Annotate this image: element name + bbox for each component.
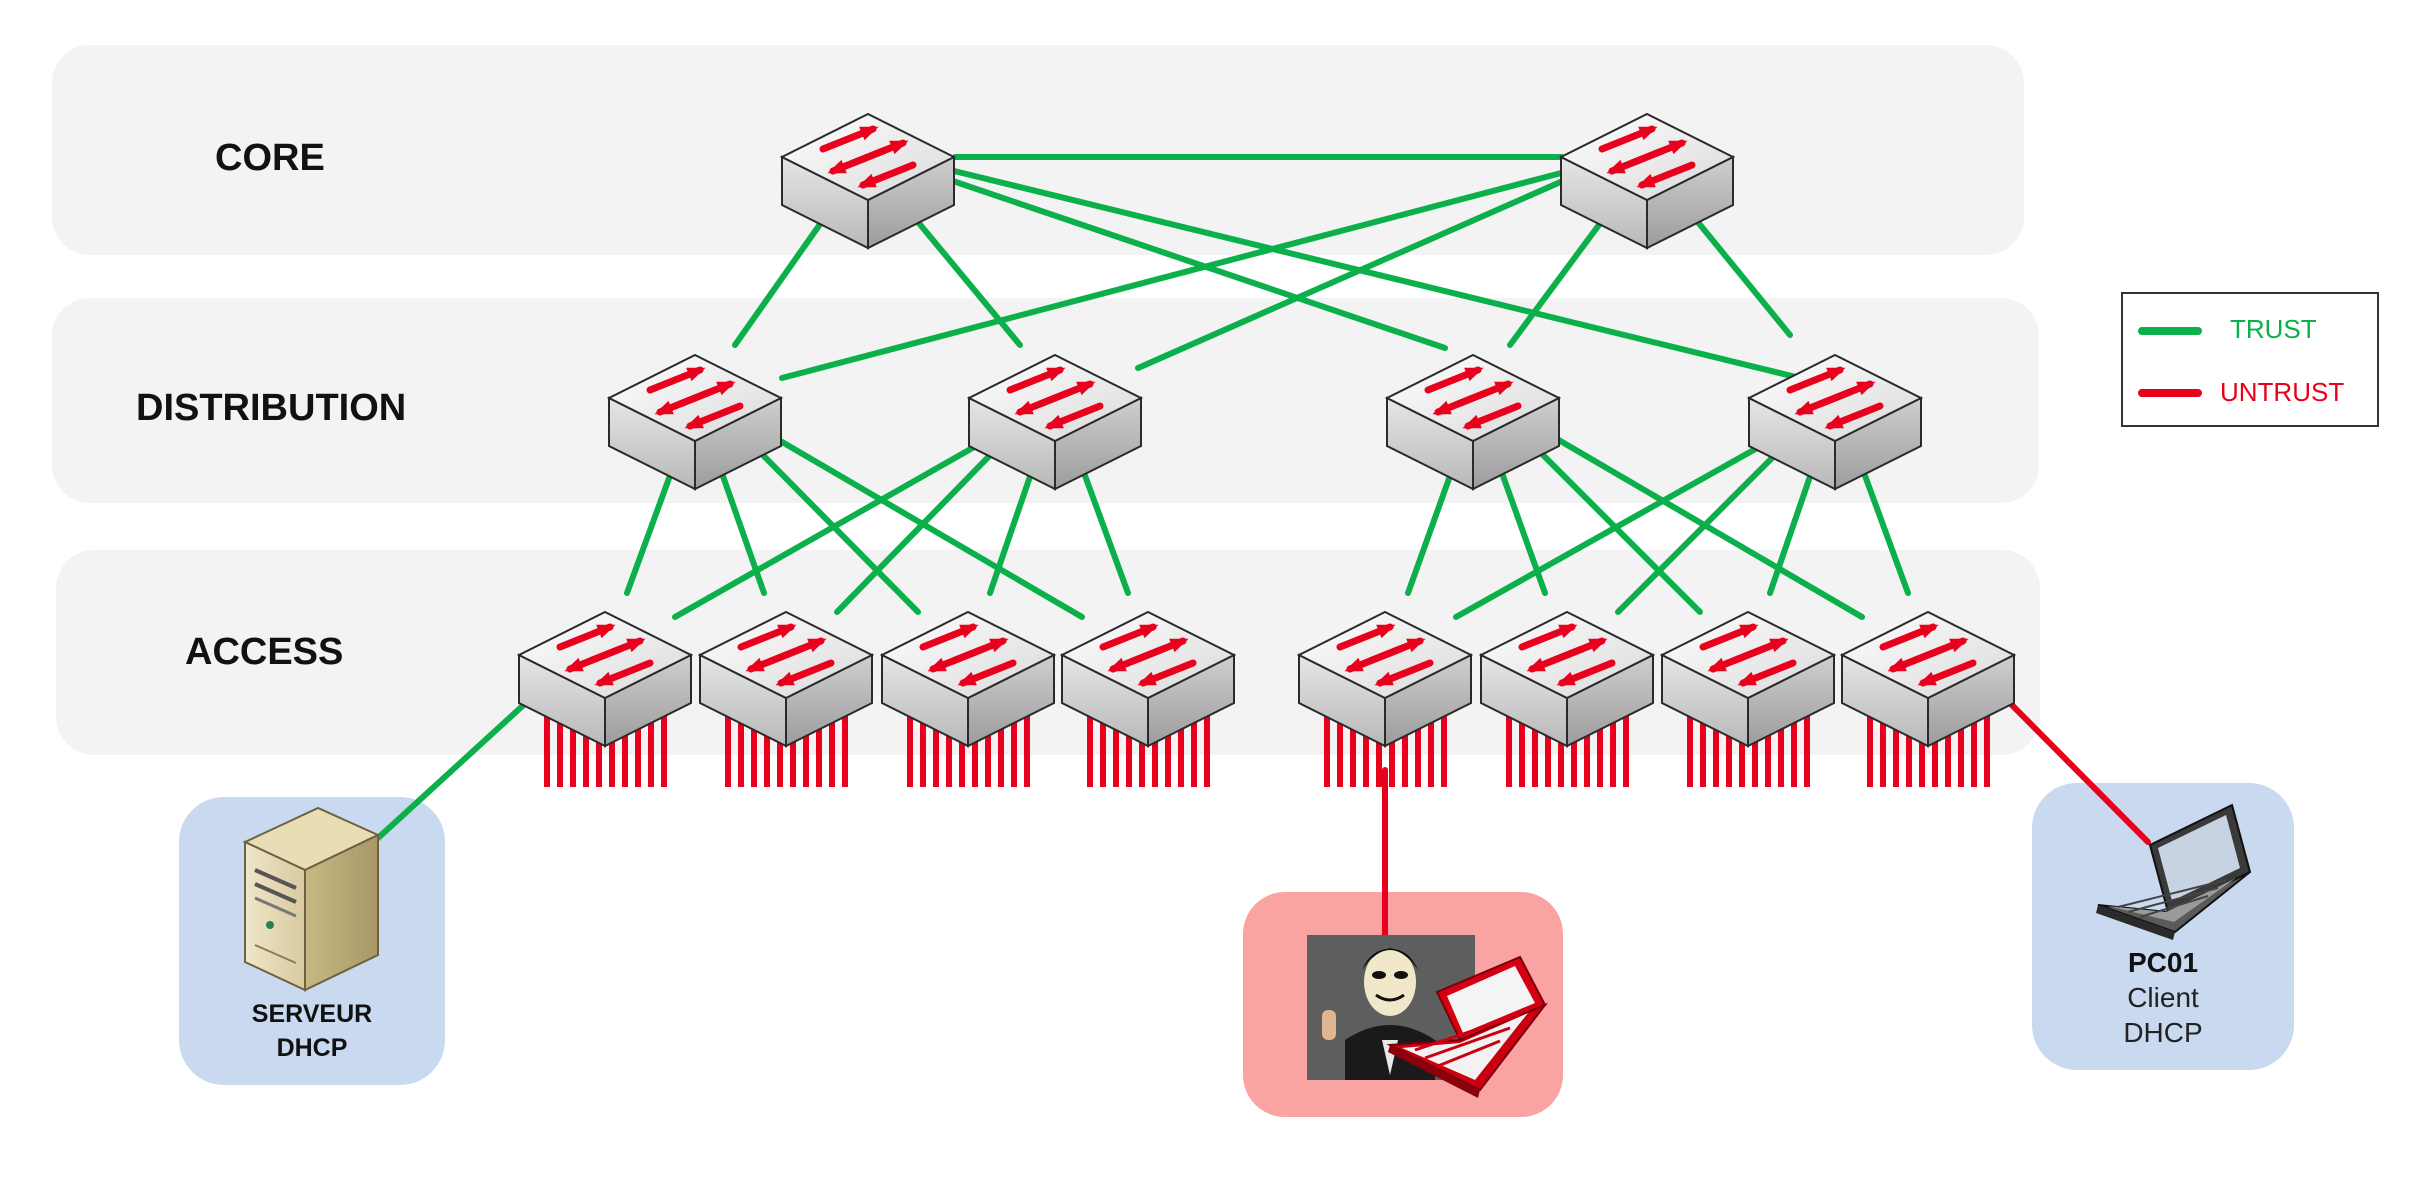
hacker-laptop-icon	[1307, 935, 1549, 1098]
distribution-switch-1-icon	[606, 353, 784, 491]
pc01-line3: DHCP	[2123, 1017, 2202, 1048]
core-switch-2-icon	[1558, 112, 1736, 250]
access-switch-7-icon	[1659, 610, 1837, 748]
access-switch-2-icon	[697, 610, 875, 748]
access-switch-6-icon	[1478, 610, 1656, 748]
pc01-name: PC01	[2128, 947, 2198, 978]
switches	[516, 112, 2017, 748]
legend: TRUST UNTRUST	[2121, 292, 2379, 427]
server-tower-icon	[242, 806, 381, 992]
legend-untrust-label: UNTRUST	[2220, 377, 2344, 407]
dhcp-server-label-line2: DHCP	[277, 1034, 348, 1062]
legend-trust-label: TRUST	[2230, 314, 2317, 344]
access-label: ACCESS	[185, 631, 343, 673]
distribution-switch-4-icon	[1746, 353, 1924, 491]
access-switch-8-icon	[1839, 610, 2017, 748]
core-switch-1-icon	[779, 112, 957, 250]
access-switch-1-icon	[516, 610, 694, 748]
distribution-switch-2-icon	[966, 353, 1144, 491]
access-switch-3-icon	[879, 610, 1057, 748]
untrust-links	[1382, 685, 2151, 943]
dhcp-server-label-line1: SERVEUR	[252, 1000, 372, 1028]
trust-links	[375, 154, 1911, 841]
access-switch-5-icon	[1296, 610, 1474, 748]
core-layer-band	[52, 45, 2024, 255]
laptop-icon	[2096, 803, 2252, 940]
distribution-switch-3-icon	[1384, 353, 1562, 491]
legend-box	[2121, 292, 2379, 427]
distribution-label: DISTRIBUTION	[136, 387, 406, 429]
core-label: CORE	[215, 137, 325, 179]
access-switch-4-icon	[1059, 610, 1237, 748]
pc01-line2: Client	[2127, 982, 2199, 1013]
